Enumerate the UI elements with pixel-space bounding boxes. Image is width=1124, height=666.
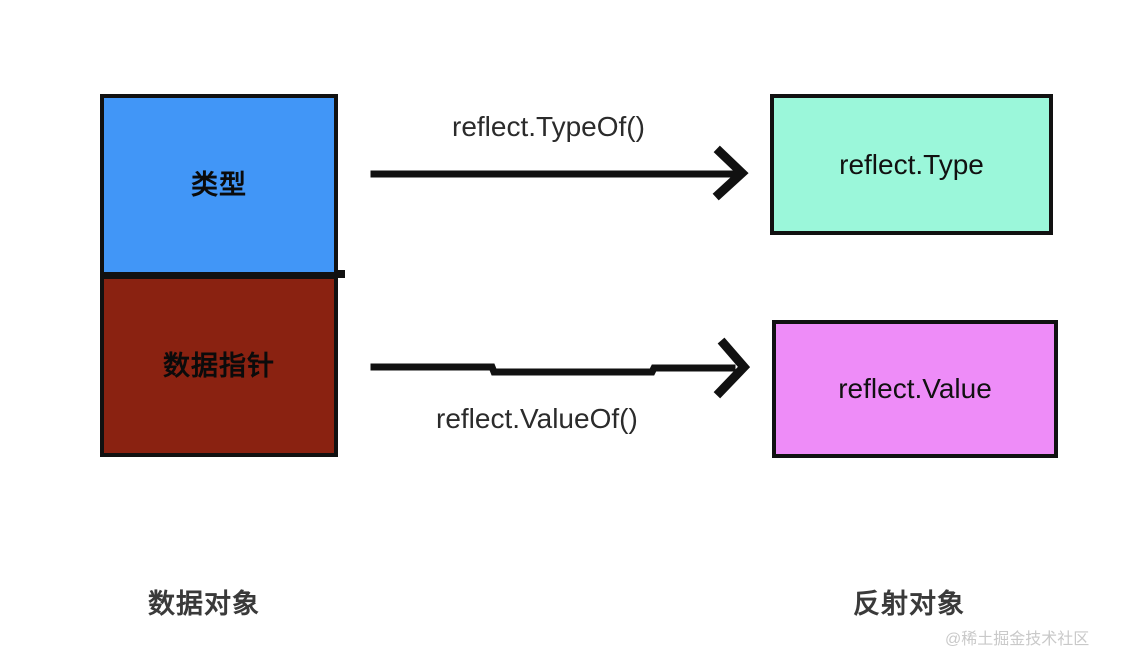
type-box-label: 类型 xyxy=(191,169,247,200)
reflect-type-label: reflect.Type xyxy=(839,148,984,180)
box-junction-marker xyxy=(336,270,345,278)
data-object-caption: 数据对象 xyxy=(148,589,260,619)
data-object-block: 类型 数据指针 xyxy=(100,94,345,457)
arrow-typeof-icon xyxy=(370,145,749,201)
arrow-valueof-icon xyxy=(370,337,751,399)
arrow-valueof-label: reflect.ValueOf() xyxy=(436,403,638,434)
data-pointer-box: 数据指针 xyxy=(100,275,338,457)
reflect-object-caption: 反射对象 xyxy=(853,589,965,619)
reflect-value-box: reflect.Value xyxy=(772,320,1058,458)
arrow-typeof-label: reflect.TypeOf() xyxy=(452,111,645,142)
type-box: 类型 xyxy=(100,94,338,276)
data-pointer-box-label: 数据指针 xyxy=(163,350,275,381)
reflect-value-label: reflect.Value xyxy=(838,373,992,404)
watermark: @稀土掘金技术社区 xyxy=(945,631,1090,648)
reflect-type-box: reflect.Type xyxy=(770,94,1053,235)
